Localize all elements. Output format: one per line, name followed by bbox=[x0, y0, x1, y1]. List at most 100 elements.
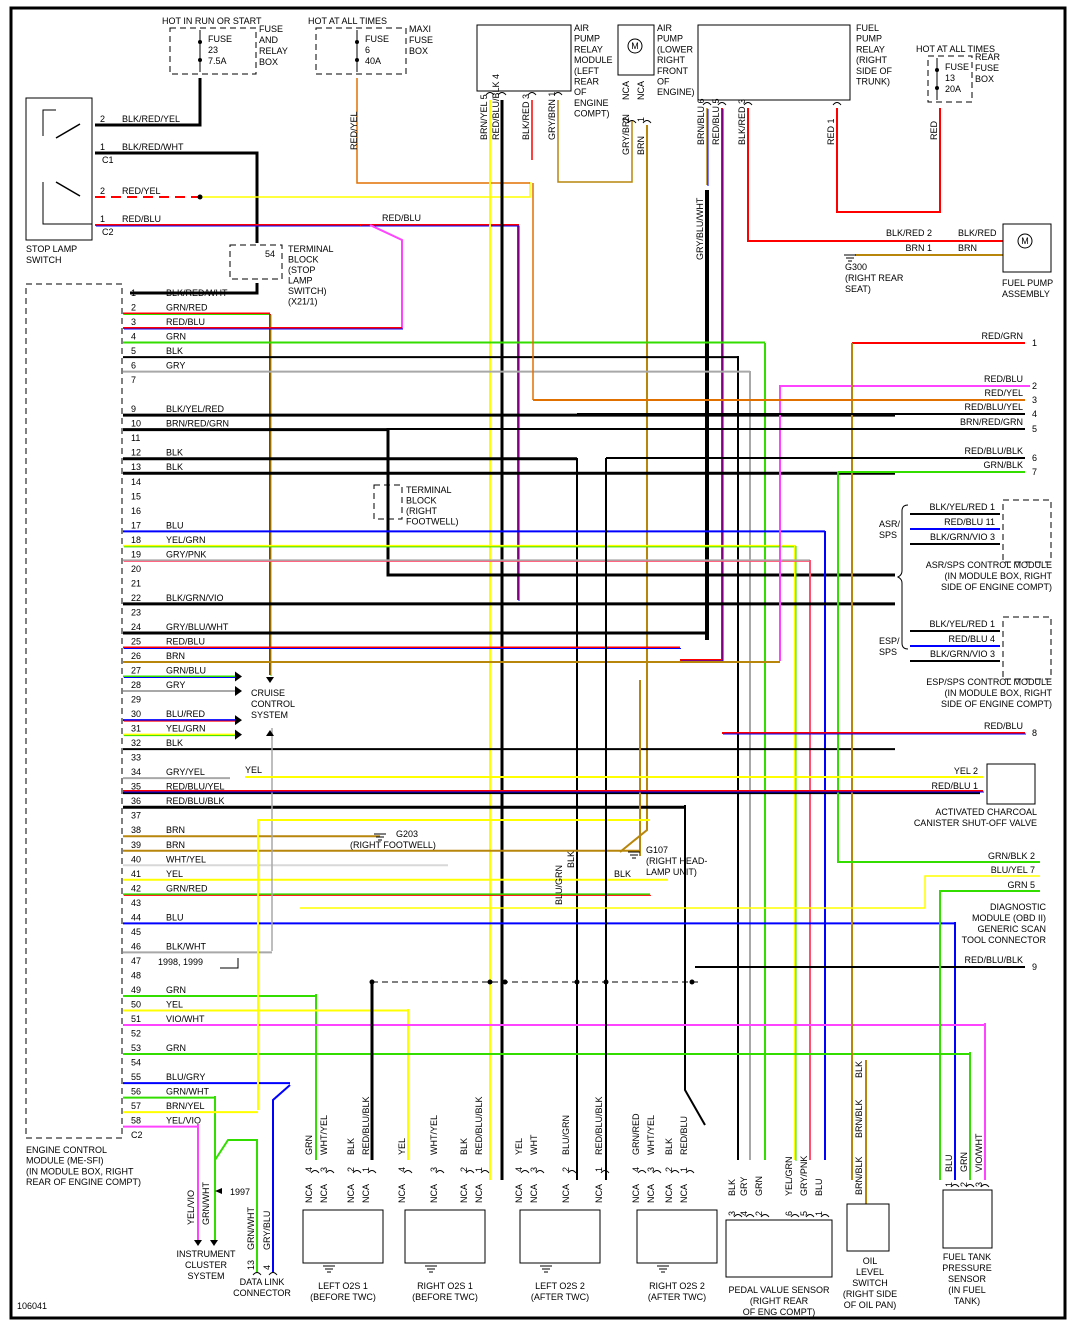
wire-label: BRN 1 bbox=[905, 243, 932, 253]
fuel-pump-assembly-label: ASSEMBLY bbox=[1002, 289, 1050, 299]
engine-control-module bbox=[25, 283, 123, 1139]
motor-icon-label: M bbox=[631, 41, 639, 51]
connector-icon bbox=[805, 1214, 815, 1218]
fuse-icon bbox=[935, 86, 939, 90]
fuse-label: FUSE bbox=[365, 34, 389, 44]
fuel-pump-relay bbox=[697, 24, 851, 101]
wire-label: BLK bbox=[727, 1179, 737, 1196]
connector-id: C2 bbox=[131, 1130, 143, 1140]
connector-icon bbox=[760, 1214, 770, 1218]
terminal-block-footwell bbox=[373, 484, 403, 520]
ecm-pin-number: 24 bbox=[131, 622, 141, 632]
labels-layer: HOT IN RUN OR STARTFUSE237.5AFUSEANDRELA… bbox=[17, 16, 1053, 1317]
ecm-wire-label: GRN/WHT bbox=[166, 1087, 209, 1097]
esp-module-label: ESP/SPS CONTROL MODULE bbox=[926, 677, 1052, 687]
wire-label: GRY bbox=[739, 1177, 749, 1196]
ecm-pin-number: 50 bbox=[131, 999, 141, 1009]
wire-red-blu-fp bbox=[680, 108, 723, 661]
fuse-icon bbox=[355, 40, 359, 44]
pin-number: 2 bbox=[561, 1167, 571, 1172]
arrow-icon bbox=[235, 715, 242, 726]
wire-label: GRN bbox=[304, 1135, 314, 1155]
fuel-pump-relay-label: RELAY bbox=[856, 44, 885, 54]
ecm-pin-number: 45 bbox=[131, 927, 141, 937]
wire-label: GRN/RED bbox=[631, 1113, 641, 1155]
wire-label: BLU bbox=[944, 1154, 954, 1172]
pin-number: 1 bbox=[814, 1211, 824, 1216]
wire-label: GRN/WHT bbox=[246, 1207, 256, 1250]
ecm-wire-label: GRY/YEL bbox=[166, 767, 205, 777]
wires-layer bbox=[95, 78, 1040, 1272]
wire-red-blu-right bbox=[360, 224, 519, 600]
ground-location: (RIGHT FOOTWELL) bbox=[350, 840, 436, 850]
ecm-pin-number: 29 bbox=[131, 695, 141, 705]
ecm-wire-label: GRY/BLU/WHT bbox=[166, 622, 229, 632]
output-wire-label: GRN/BLK bbox=[983, 460, 1023, 470]
pin-number: 1 bbox=[679, 1167, 689, 1172]
ecm-wire-label: BLK bbox=[166, 346, 183, 356]
ecm-wire-label: BLK/WHT bbox=[166, 941, 207, 951]
wire-label: RED/BLU/BLK bbox=[474, 1096, 484, 1155]
fuse-location: REAR bbox=[975, 52, 1001, 62]
instrument-cluster-label: SYSTEM bbox=[187, 1271, 224, 1281]
wire-label: BLU/GRN bbox=[561, 1115, 571, 1155]
nca-label: NCA bbox=[594, 1184, 604, 1203]
wire-label: BLK/GRN/VIO 3 bbox=[930, 532, 995, 542]
air-pump bbox=[617, 24, 655, 76]
fuel-pump-assembly bbox=[1002, 223, 1052, 273]
stop-lamp-switch bbox=[25, 97, 93, 241]
pedal-sensor-label: (RIGHT REAR bbox=[750, 1296, 809, 1306]
fuse-header: HOT AT ALL TIMES bbox=[916, 44, 995, 54]
wire-gry-blu-dlc bbox=[272, 1084, 291, 1272]
ecm-pin-number: 31 bbox=[131, 724, 141, 734]
ecm-wire-label: GRN bbox=[166, 332, 186, 342]
ecm-wire-label: GRN/RED bbox=[166, 883, 208, 893]
fuse-box-outline bbox=[169, 27, 257, 75]
fuse-label: 20A bbox=[945, 84, 961, 94]
nca-label: NCA bbox=[361, 1184, 371, 1203]
fuse-location: FUSE bbox=[975, 63, 999, 73]
ecm-pin-number: 21 bbox=[131, 578, 141, 588]
connector-icon bbox=[980, 1184, 990, 1188]
diagnostic-module-label: MODULE (OBD II) bbox=[972, 913, 1046, 923]
stop-lamp-switch-label: SWITCH bbox=[26, 255, 62, 265]
ecm-pin-number: 32 bbox=[131, 738, 141, 748]
ecm-pin-number: 18 bbox=[131, 535, 141, 545]
wire-red-yel-line bbox=[200, 182, 531, 198]
switch-icon bbox=[55, 123, 81, 139]
wire-label: BRN/YEL 5 bbox=[479, 94, 489, 140]
wire-label: RED/BLU/BLK 4 bbox=[491, 74, 501, 140]
output-pin-number: 9 bbox=[1032, 962, 1037, 972]
fuse-header: HOT IN RUN OR START bbox=[162, 16, 262, 26]
pin-number: 3 bbox=[529, 1167, 539, 1172]
pin-number: 5 bbox=[799, 1211, 809, 1216]
air-pump-relay-label: MODULE bbox=[574, 55, 613, 65]
ecm-pin-number: 33 bbox=[131, 753, 141, 763]
ground-location: (RIGHT REAR bbox=[845, 273, 904, 283]
pin-number: 1 bbox=[100, 214, 105, 224]
fuse-label: 40A bbox=[365, 56, 381, 66]
ecm-wire-label: BLK bbox=[166, 738, 183, 748]
ground-location: LAMP UNIT) bbox=[646, 867, 697, 877]
air-pump-relay-label: PUMP bbox=[574, 34, 600, 44]
wire-label: BLK/YEL/RED 1 bbox=[929, 502, 995, 512]
fuse-icon bbox=[198, 40, 202, 44]
wire-label: RED/BLU bbox=[679, 1116, 689, 1155]
fuel-tank-sensor-label: SENSOR bbox=[948, 1274, 987, 1284]
o2-sensor-label: (AFTER TWC) bbox=[531, 1292, 589, 1302]
ecm-pin-number: 12 bbox=[131, 448, 141, 458]
ecm-pin-number: 10 bbox=[131, 419, 141, 429]
wire-label: RED bbox=[929, 120, 939, 140]
air-pump-label: OF bbox=[657, 77, 670, 87]
arrow-left-icon bbox=[215, 1188, 222, 1194]
pin-number: 1 bbox=[636, 117, 646, 122]
ecm-wire-label: BLK bbox=[166, 462, 183, 472]
wire-brn-airpump bbox=[619, 125, 648, 853]
output-pin-number: 7 bbox=[1032, 467, 1037, 477]
wire-label: YEL 2 bbox=[954, 766, 978, 776]
fuse-label: 23 bbox=[208, 45, 218, 55]
wire-label: RED/BLU 11 bbox=[944, 517, 995, 527]
output-wire-label: RED/BLU/BLK bbox=[964, 955, 1023, 965]
connector-icon bbox=[435, 1170, 445, 1174]
ecm-wire-label: RED/BLU/YEL bbox=[166, 782, 225, 792]
